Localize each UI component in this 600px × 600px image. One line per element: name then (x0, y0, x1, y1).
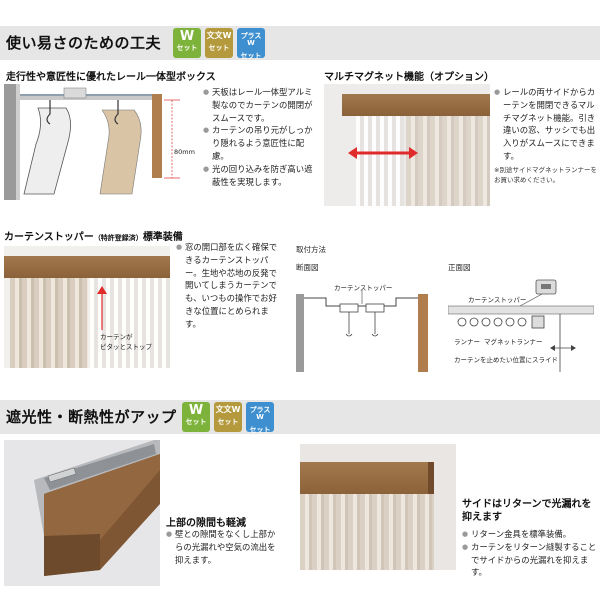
gap-heading: 上部の隙間も軽減 (166, 518, 246, 529)
valance (4, 256, 170, 278)
install-title: 取付方法 (296, 245, 326, 254)
side-heading: サイドはリターンで光漏れを抑えます (462, 499, 592, 523)
box-bullet: カーテンの吊り元がしっかり隠れるよう意匠性に配慮。 (203, 124, 315, 162)
magnet-note: ※別途サイドマグネットランナーをお買い求めください。 (494, 165, 597, 184)
side-bullet: カーテンをリターン縫製することでサイドからの光漏れを抑えます。 (462, 541, 598, 579)
drape-curtain (300, 494, 434, 570)
magnet-heading: マルチマグネット機能（オプション） (324, 72, 494, 83)
section-view-diagram (296, 276, 428, 372)
rail-box-illustration (4, 84, 199, 200)
dimension-label: 80mm (174, 148, 195, 156)
drape-curtain (10, 278, 88, 368)
stopper-photo-label: カーテンが ピタッとストップ (100, 333, 152, 351)
box-bullet: 天板はレール一体型アルミ製なのでカーテンの開閉がスムースです。 (203, 86, 315, 124)
magnet-runner-label: マグネットランナー (484, 338, 543, 346)
section-title: 使い易さのための工夫 (6, 34, 162, 52)
gap-description: 壁との隙間をなくし上部からの光漏れや空気の流出を抑えます。 (166, 528, 280, 566)
pointer-arrow-icon (97, 286, 107, 330)
double-arrow-icon (348, 147, 418, 159)
front-view-diagram (447, 276, 595, 372)
stopper-label-b: カーテンストッパー (468, 296, 527, 304)
magnet-bullet: レールの両サイドからカーテンを開閉できるマルチマグネット機能。引き違いの窓、サッ… (494, 86, 598, 163)
stopper-heading: カーテンストッパー（特許登録済）標準装備 (4, 232, 183, 243)
stopper-label-a: カーテンストッパー (334, 284, 393, 292)
stopper-photo: カーテンが ピタッとストップ (4, 246, 170, 368)
section-title: 遮光性・断熱性がアップ (6, 408, 177, 426)
box-bullet: 光の回り込みを防ぎ高い遮蔽性を実現します。 (203, 163, 315, 189)
side-bullet: リターン金具を標準装備。 (462, 528, 598, 541)
box-description: 天板はレール一体型アルミ製なのでカーテンの開閉がスムースです。 カーテンの吊り元… (203, 86, 315, 188)
valance (300, 462, 428, 494)
magnet-description: レールの両サイドからカーテンを開閉できるマルチマグネット機能。引き違いの窓、サッ… (494, 86, 598, 185)
gap-bullet: 壁との隙間をなくし上部からの光漏れや空気の流出を抑えます。 (166, 528, 280, 566)
box-heading: 走行性や意匠性に優れたレール一体型ボックス (6, 72, 216, 83)
side-description: リターン金具を標準装備。 カーテンをリターン縫製することでサイドからの光漏れを抑… (462, 528, 598, 579)
front-view-label: 正面図 (448, 263, 471, 272)
lace-curtain (406, 116, 490, 206)
valance (342, 94, 490, 116)
magnet-photo (324, 84, 490, 206)
wall-gap-photo (4, 440, 160, 586)
runner-label: ランナー (454, 338, 480, 346)
stopper-bullet: 窓の開口部を広く確保できるカーテンストッパー。生地や芯地の反発で開いてしまうカー… (176, 241, 282, 331)
section-view-label: 断面図 (296, 263, 319, 272)
stopper-description: 窓の開口部を広く確保できるカーテンストッパー。生地や芯地の反発で開いてしまうカー… (176, 241, 282, 331)
slide-label: カーテンを止めたい位置にスライド (454, 356, 558, 364)
side-return-photo (300, 444, 456, 570)
valance-return (428, 462, 434, 494)
sheer-curtain (356, 116, 404, 206)
